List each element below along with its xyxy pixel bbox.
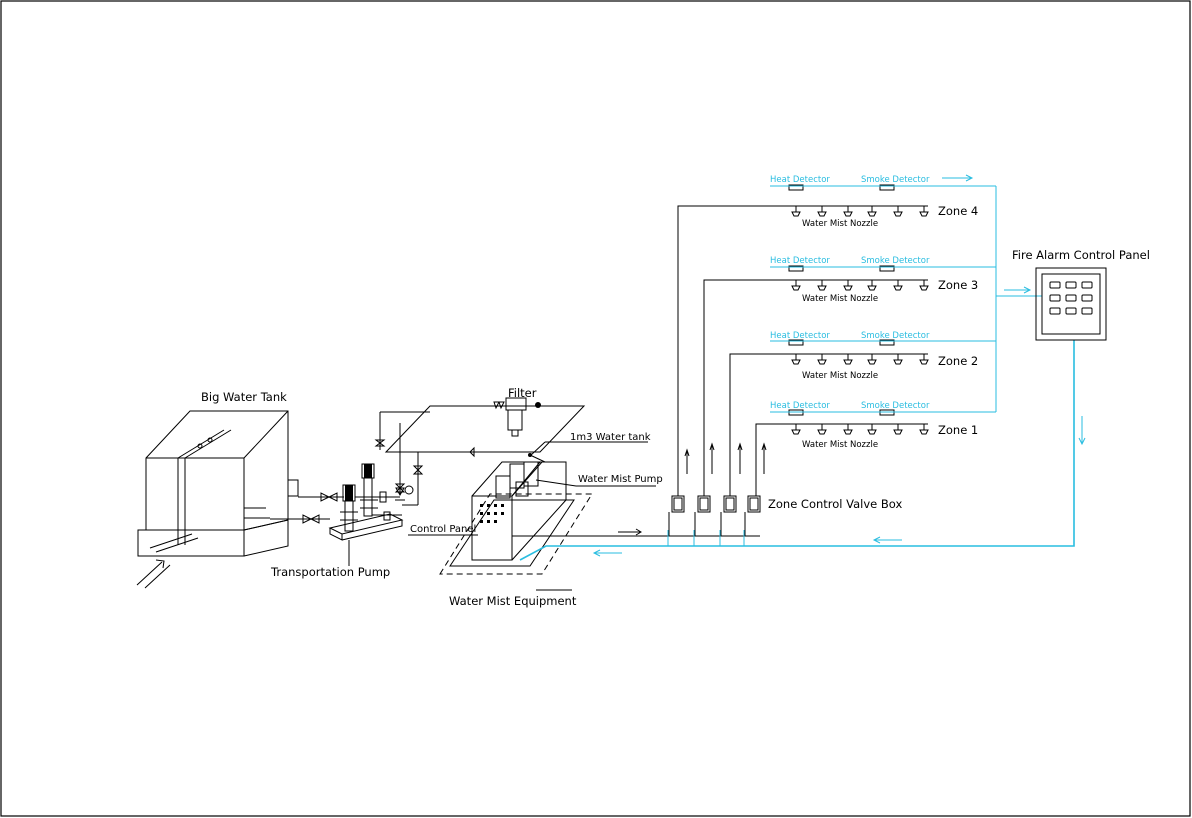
water-mist-equipment <box>408 441 656 591</box>
zone-4-heat-detector-label: Heat Detector <box>770 175 830 185</box>
zone-3-smoke-detector-label: Smoke Detector <box>861 256 930 266</box>
zone-2-heat-detector-label: Heat Detector <box>770 331 830 341</box>
zone-4-smoke-detector-label: Smoke Detector <box>861 175 930 185</box>
zone-3-heat-detector-label: Heat Detector <box>770 256 830 266</box>
filter-pipe-loop <box>374 397 586 506</box>
zone-control-valve-box-label: Zone Control Valve Box <box>768 497 902 511</box>
zone-2 <box>780 339 929 365</box>
transportation-pump-label: Transportation Pump <box>270 565 390 579</box>
zone-4-nozzle-label: Water Mist Nozzle <box>802 219 878 229</box>
zone-1-nozzle-label: Water Mist Nozzle <box>802 440 878 450</box>
zone-1-smoke-detector-label: Smoke Detector <box>861 401 930 411</box>
big-water-tank-label: Big Water Tank <box>201 390 287 404</box>
transportation-pump <box>270 463 404 541</box>
zone-3-nozzle-label: Water Mist Nozzle <box>802 294 878 304</box>
filter-label: Filter <box>508 386 537 400</box>
water-mist-equipment-label: Water Mist Equipment <box>449 594 577 608</box>
zone-3 <box>780 265 929 291</box>
control-panel-label: Control Panel <box>410 524 476 535</box>
fire-alarm-control-panel <box>1035 267 1107 341</box>
zone-2-smoke-detector-label: Smoke Detector <box>861 331 930 341</box>
zone-4-label: Zone 4 <box>938 204 978 218</box>
riser-pipes <box>677 205 798 496</box>
zone-1-label: Zone 1 <box>938 423 978 437</box>
detector-signal-lines <box>519 174 1086 561</box>
big-water-tank <box>136 410 299 589</box>
water-tank-1m3-label: 1m3 Water tank <box>570 432 651 443</box>
zone-1-heat-detector-label: Heat Detector <box>770 401 830 411</box>
zone-2-nozzle-label: Water Mist Nozzle <box>802 371 878 381</box>
fire-alarm-control-panel-label: Fire Alarm Control Panel <box>1012 248 1150 262</box>
water-mist-pump-label: Water Mist Pump <box>578 474 663 485</box>
zone-3-label: Zone 3 <box>938 278 978 292</box>
zone-4 <box>780 184 929 217</box>
zone-2-label: Zone 2 <box>938 354 978 368</box>
